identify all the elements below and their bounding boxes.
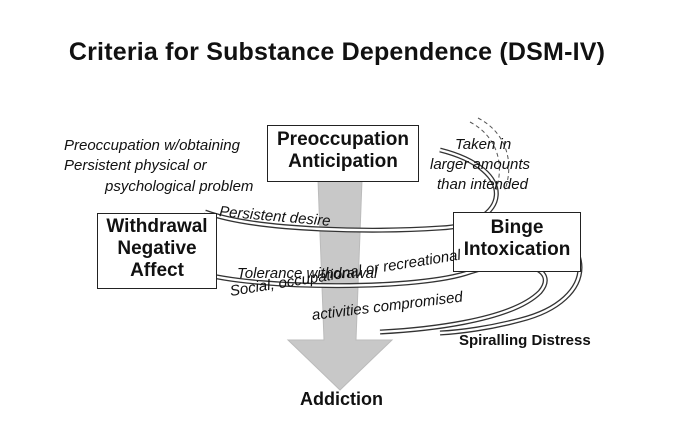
spiral-dashed-tail (477, 117, 510, 191)
label-taken-3: than intended (437, 176, 528, 193)
label-taken-2: larger amounts (430, 156, 531, 173)
binge-box: Binge Intoxication (453, 212, 581, 272)
withdrawal-line1: Withdrawal (106, 216, 208, 237)
preoccupation-box: Preoccupation Anticipation (267, 125, 419, 182)
preoccupation-line1: Preoccupation (277, 129, 409, 150)
withdrawal-line2: Negative (117, 238, 197, 259)
withdrawal-line3: Affect (130, 260, 184, 281)
label-addiction: Addiction (300, 389, 383, 409)
label-preoccupation-obtaining: Preoccupation w/obtaining (64, 137, 240, 154)
binge-line2: Intoxication (463, 239, 571, 260)
label-persistent-problem-1: Persistent physical or (64, 157, 207, 174)
label-persistent-problem-2: psychological problem (105, 178, 254, 195)
page-title: Criteria for Substance Dependence (DSM-I… (68, 38, 606, 66)
label-spiralling-distress: Spiralling Distress (459, 332, 591, 349)
binge-line1: Binge (490, 217, 544, 238)
preoccupation-line2: Anticipation (288, 151, 398, 172)
label-tolerance-withdrawal: Tolerance withdrawal (237, 265, 378, 282)
label-taken-1: Taken in (455, 136, 512, 153)
withdrawal-box: Withdrawal Negative Affect (97, 213, 217, 289)
